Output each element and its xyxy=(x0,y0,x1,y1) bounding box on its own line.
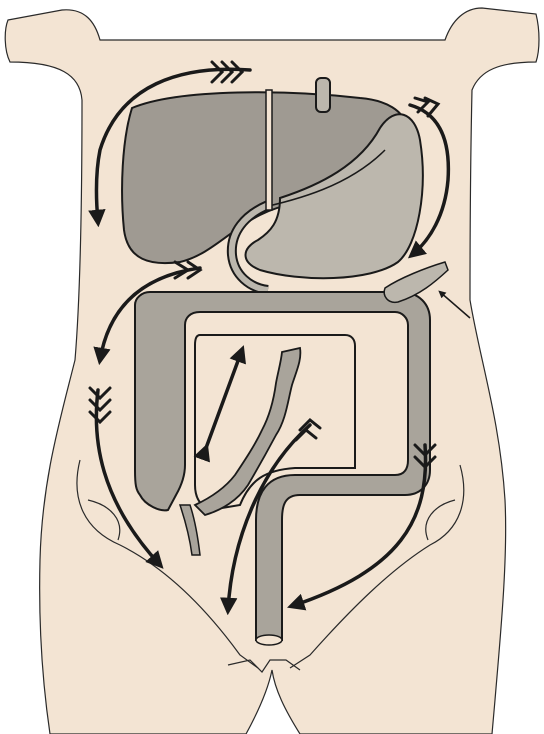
drain-tube xyxy=(266,90,272,210)
esophagus xyxy=(316,78,330,112)
rectum-opening xyxy=(256,635,282,645)
